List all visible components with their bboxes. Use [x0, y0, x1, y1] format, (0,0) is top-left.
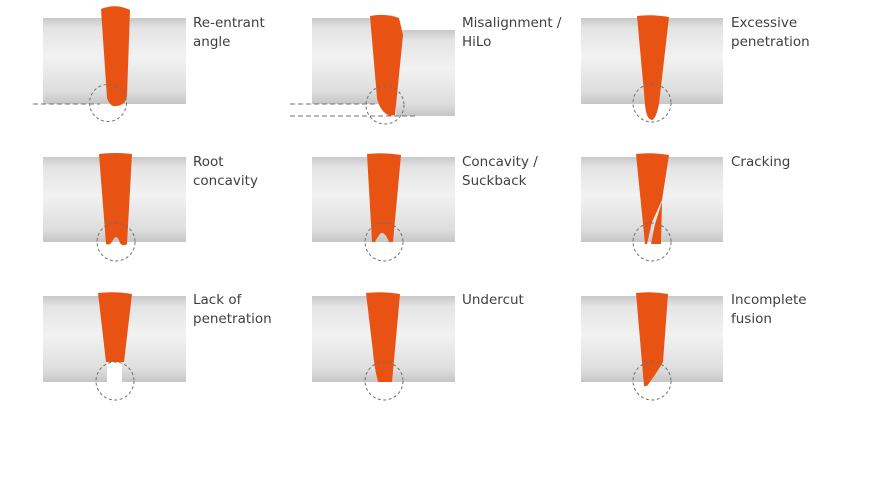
label-line: Lack of — [193, 292, 242, 308]
weld-bead — [367, 153, 401, 242]
plate-right — [396, 30, 455, 116]
label-concavity-suckback: Concavity / Suckback — [462, 153, 538, 191]
detail-circle — [632, 361, 672, 401]
label-excessive-penetration: Excessive penetration — [731, 14, 810, 52]
weld-bead — [366, 292, 400, 382]
detail-circle — [364, 361, 404, 401]
label-line: Undercut — [462, 292, 524, 308]
weld-bead-right — [651, 202, 662, 244]
panel-lack-of-penetration — [43, 292, 186, 401]
label-re-entrant-angle: Re-entrant angle — [193, 14, 265, 52]
root-gap — [107, 362, 122, 382]
panel-excessive-penetration — [581, 15, 723, 123]
label-line: Root — [193, 154, 224, 170]
label-line: Cracking — [731, 154, 791, 170]
panel-concavity-suckback — [312, 153, 455, 262]
label-line: concavity — [193, 173, 258, 189]
label-line: penetration — [731, 34, 810, 50]
weld-bead — [637, 15, 669, 121]
panel-misalignment-hilo — [290, 14, 455, 125]
weld-bead — [99, 153, 132, 246]
panel-undercut — [312, 292, 455, 401]
detail-circle — [89, 84, 127, 122]
label-root-concavity: Root concavity — [193, 153, 258, 191]
detail-circle — [632, 222, 672, 262]
panel-re-entrant-angle — [33, 6, 186, 122]
label-incomplete-fusion: Incomplete fusion — [731, 291, 807, 329]
label-line: Re-entrant — [193, 15, 265, 31]
detail-circle — [364, 222, 404, 262]
label-line: HiLo — [462, 34, 492, 50]
label-misalignment-hilo: Misalignment / HiLo — [462, 14, 561, 52]
weld-bead-left — [636, 153, 669, 244]
label-cracking: Cracking — [731, 153, 790, 172]
label-line: fusion — [731, 311, 772, 327]
label-line: angle — [193, 34, 231, 50]
label-line: penetration — [193, 311, 272, 327]
detail-circle — [96, 222, 136, 262]
label-line: Suckback — [462, 173, 527, 189]
detail-circle — [365, 85, 405, 125]
detail-circle — [632, 83, 672, 123]
label-line: Excessive — [731, 15, 798, 31]
detail-circle — [95, 361, 135, 401]
label-lack-of-penetration: Lack of penetration — [193, 291, 272, 329]
panel-root-concavity — [43, 153, 186, 262]
weld-bead — [636, 292, 668, 386]
panel-cracking — [581, 153, 723, 262]
weld-bead — [98, 292, 132, 362]
label-undercut: Undercut — [462, 291, 524, 310]
label-line: Concavity / — [462, 154, 538, 170]
weld-bead — [370, 14, 403, 116]
weld-bead — [101, 6, 130, 107]
panel-incomplete-fusion — [581, 292, 723, 401]
label-line: Misalignment / — [462, 15, 562, 31]
label-line: Incomplete — [731, 292, 807, 308]
